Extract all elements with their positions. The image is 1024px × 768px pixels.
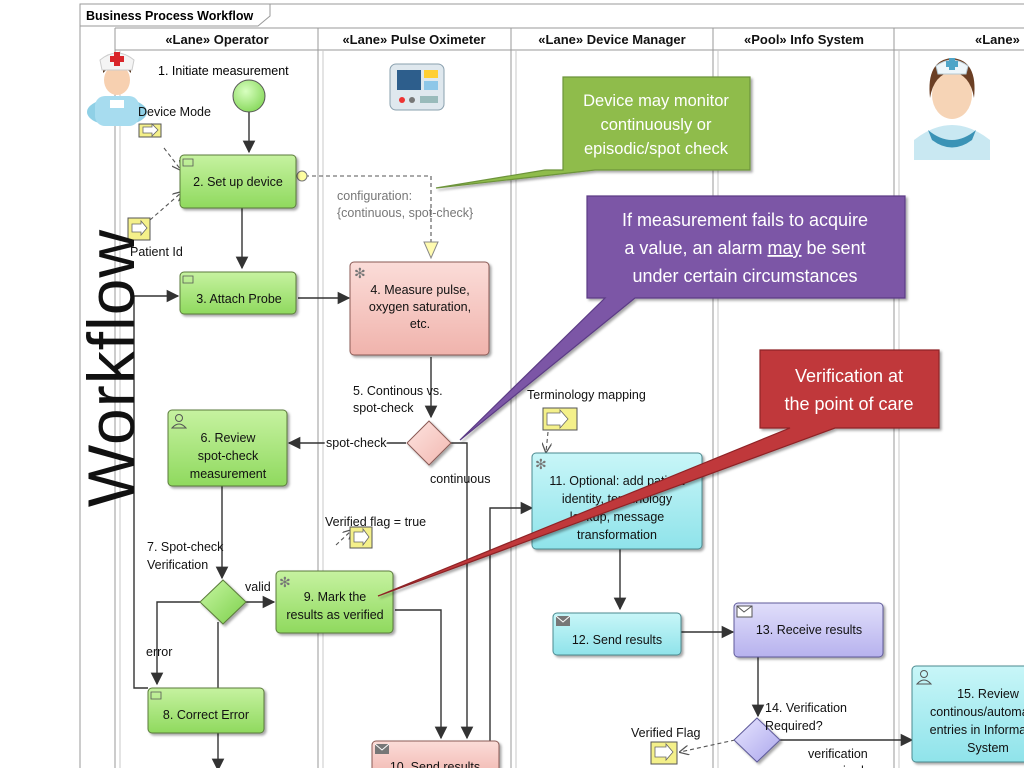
verified-flag-true-label: Verified flag = true: [325, 515, 426, 529]
data-objects: [127, 123, 678, 765]
gateway-5-label-2: spot-check: [353, 401, 414, 415]
lane-device-manager-header: «Lane» Device Manager: [538, 32, 685, 47]
spot-check-flow-label: spot-check: [326, 436, 387, 450]
device-mode-data-icon: [138, 123, 162, 138]
reviewer-nurse-avatar: [914, 58, 990, 160]
task-10-label: 10. Send results: [390, 760, 480, 768]
side-title: Workflow: [74, 228, 149, 508]
lane-reviewer-header: «Lane»: [975, 32, 1020, 47]
envelope-icon: [374, 743, 390, 754]
callout-red-line1: Verification at: [795, 366, 903, 386]
callout-green-line1: Device may monitor: [583, 92, 729, 110]
task-12-label: 12. Send results: [572, 633, 662, 647]
verified-flag-true-data-icon: [349, 526, 373, 549]
operator-nurse-avatar: [87, 52, 147, 126]
start-event: [232, 79, 266, 113]
callout-green-line2: continuously or: [601, 116, 712, 134]
config-label-1: configuration:: [337, 189, 412, 203]
task-6-line2: spot-check: [198, 449, 259, 463]
task-15-line1: 15. Review: [957, 687, 1020, 701]
task-6-line1: 6. Review: [201, 431, 257, 445]
task-9-line2: results as verified: [286, 608, 383, 622]
verification-flow-label-2: required: [818, 764, 864, 768]
task-15-review-entries: 15. Review continous/automated entries i…: [911, 665, 1024, 763]
task-15-line4: System: [967, 741, 1009, 755]
verified-flag-data-icon: [650, 741, 678, 765]
error-flow-label: error: [146, 645, 172, 659]
gateway-5-label-1: 5. Continous vs.: [353, 384, 443, 398]
lane-pulse-oximeter-header: «Lane» Pulse Oximeter: [342, 32, 485, 47]
task-15-line3: entries in Information: [930, 723, 1024, 737]
gateway-14: [733, 717, 781, 763]
sequence-flows: [133, 112, 914, 768]
callout-purple: If measurement fails to acquire a value,…: [459, 195, 906, 441]
callout-purple-line1: If measurement fails to acquire: [622, 210, 868, 230]
config-attachment-point: [296, 170, 308, 182]
task-10-send-results: 10. Send results: [371, 740, 500, 768]
pulse-oximeter-device-icon: [389, 63, 445, 111]
data-associations: [149, 147, 736, 752]
callout-purple-line3: under certain circumstances: [632, 266, 857, 286]
lane-operator-header: «Lane» Operator: [165, 32, 268, 47]
callout-purple-line2b: be sent: [807, 238, 866, 258]
gateway-7: [199, 579, 247, 625]
patient-id-data-icon: [127, 217, 151, 241]
task-6-review: 6. Review spot-check measurement: [167, 409, 288, 487]
user-task-icon: [170, 414, 188, 429]
task-12-send-results: 12. Send results: [552, 612, 682, 656]
valid-flow-label: valid: [245, 580, 271, 594]
continuous-flow-label: continuous: [430, 472, 490, 486]
task-6-line3: measurement: [190, 467, 267, 481]
gateway-14-label-2: Required?: [765, 719, 823, 733]
frame-title: Business Process Workflow: [86, 9, 253, 23]
gateway-14-label-1: 14. Verification: [765, 701, 847, 715]
terminology-data-icon: [542, 407, 578, 431]
gear-icon: ✻: [354, 265, 366, 281]
gear-icon: ✻: [279, 574, 291, 590]
envelope-open-icon: [736, 605, 753, 618]
user-task-icon: [915, 670, 933, 685]
task-15-line2: continous/automated: [930, 705, 1024, 719]
callout-purple-may: may: [768, 238, 802, 258]
callout-green: Device may monitor continuously or episo…: [435, 76, 751, 189]
verified-flag-label: Verified Flag: [631, 726, 701, 740]
callout-purple-line2a: a value, an alarm: [624, 238, 762, 258]
task-2-set-up-device: 2. Set up device: [179, 154, 297, 209]
task-4-line2: oxygen saturation,: [369, 300, 471, 314]
task-2-label: 2. Set up device: [193, 175, 283, 189]
terminology-label: Terminology mapping: [527, 388, 646, 402]
patient-id-label: Patient Id: [130, 245, 183, 259]
task-13-receive-results: 13. Receive results: [733, 602, 884, 658]
gateway-7-label-1: 7. Spot-check: [147, 540, 224, 554]
envelope-icon: [555, 615, 571, 626]
task-3-attach-probe: 3. Attach Probe: [179, 271, 297, 315]
callout-green-line3: episodic/spot check: [584, 140, 729, 158]
task-4-line1: 4. Measure pulse,: [370, 283, 469, 297]
pool-info-system-header: «Pool» Info System: [744, 32, 864, 47]
task-8-correct-error: 8. Correct Error: [147, 687, 265, 734]
task-13-label: 13. Receive results: [756, 623, 862, 637]
device-mode-label: Device Mode: [138, 105, 211, 119]
callout-red: Verification at the point of care: [377, 349, 940, 597]
task-11-line4: transformation: [577, 528, 657, 542]
task-4-line3: etc.: [410, 317, 430, 331]
task-9-line1: 9. Mark the: [304, 590, 367, 604]
task-4-measure: ✻ 4. Measure pulse, oxygen saturation, e…: [349, 261, 490, 356]
gateway-7-label-2: Verification: [147, 558, 208, 572]
task-3-label: 3. Attach Probe: [196, 292, 282, 306]
callout-purple-line2: a value, an alarm may be sent: [624, 238, 865, 258]
start-event-label: 1. Initiate measurement: [158, 64, 289, 78]
gateway-5: [406, 420, 452, 466]
config-association-end: [423, 241, 439, 260]
task-9-mark-verified: ✻ 9. Mark the results as verified: [275, 570, 394, 634]
config-label-2: {continuous, spot-check}: [337, 206, 473, 220]
gear-icon: ✻: [535, 456, 547, 472]
verification-flow-label: verification: [808, 747, 868, 761]
task-8-label: 8. Correct Error: [163, 708, 249, 722]
callout-red-line2: the point of care: [784, 394, 913, 414]
